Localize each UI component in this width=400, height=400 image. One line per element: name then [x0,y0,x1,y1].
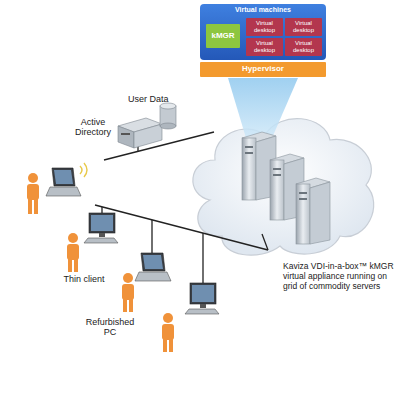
keyboard [84,238,118,243]
layer-band: Hypervisor [200,62,326,77]
monitor-symbol [84,213,118,243]
annotation-label: Thin client [56,274,112,284]
node-text: Hypervisor [242,65,284,74]
annotation-label: Active Directory [66,117,120,138]
desktop-box: Virtual desktop [285,38,322,56]
laptop-display [143,255,163,269]
person-leg [163,338,167,352]
server-slot [245,146,253,148]
server-slot [245,152,253,154]
monitor-symbol [185,283,219,314]
person-leg [129,298,133,312]
laptop-symbol [135,253,171,281]
person-icon [27,173,39,214]
monitor-bezel [190,283,216,304]
cloud-shape [193,119,374,256]
desktop-box: Virtual desktop [246,38,283,56]
person-icon [162,313,174,352]
server-slot [273,174,281,176]
person-icon [122,273,134,312]
person-leg [123,298,127,312]
desktop-box: Virtual desktop [285,18,322,36]
database-symbol [160,103,176,129]
node-text: Virtual desktop [246,40,283,53]
annotation-label: Refurbished PC [82,317,138,338]
person-head [68,233,78,243]
laptop-screen [141,253,165,271]
monitor-stand [200,304,206,308]
laptop-symbol [46,168,81,196]
person-leg [169,338,173,352]
laptop-display [54,170,73,184]
server-body [296,184,310,244]
server-side [134,124,162,148]
monitor-screen [192,285,214,302]
server-body [242,138,256,200]
laptop-screen [52,168,75,186]
component-box: kMGR [206,24,240,48]
laptop-base [135,272,171,281]
person-head [28,173,38,183]
network-drop [202,233,203,283]
person-body [162,324,174,340]
server-body [270,160,284,220]
monitor-screen [91,215,113,231]
network-drop [151,220,152,253]
person-body [67,244,79,260]
laptop-base [46,187,81,196]
node-text: Virtual machines [235,6,291,14]
desktop-box: Virtual desktop [246,18,283,36]
network-line [95,205,268,250]
node-text: kMGR [211,32,234,41]
server-slot [299,192,307,194]
projection-beam [228,78,298,138]
person-leg [74,258,78,272]
node-text: Virtual desktop [246,20,283,33]
person-leg [68,258,72,272]
person-icon [67,233,79,272]
person-head [123,273,133,283]
server-symbol [296,178,330,244]
person-head [163,313,173,323]
directory-server-symbol [118,118,162,148]
network-drop [101,207,102,213]
monitor-stand [99,233,105,237]
server-slot [299,198,307,200]
person-leg [28,198,32,214]
monitor-bezel [89,213,115,233]
server-front [118,126,134,148]
person-leg [34,198,38,214]
container-box: Virtual machineskMGRVirtual desktopVirtu… [200,4,326,60]
person-body [122,284,134,300]
keyboard [185,309,219,314]
annotation-label: Kaviza VDI-in-a-box™ kMGR virtual applia… [283,262,395,291]
network-line [262,234,268,250]
server-slot [273,168,281,170]
person-body [27,184,39,200]
annotation-label: User Data [128,94,178,104]
node-text: Virtual desktop [285,20,322,33]
server-slot [121,133,130,135]
server-front [310,182,330,244]
wireless-waves [80,163,87,177]
node-text: Virtual desktop [285,40,322,53]
cylinder-bottom [160,123,176,129]
